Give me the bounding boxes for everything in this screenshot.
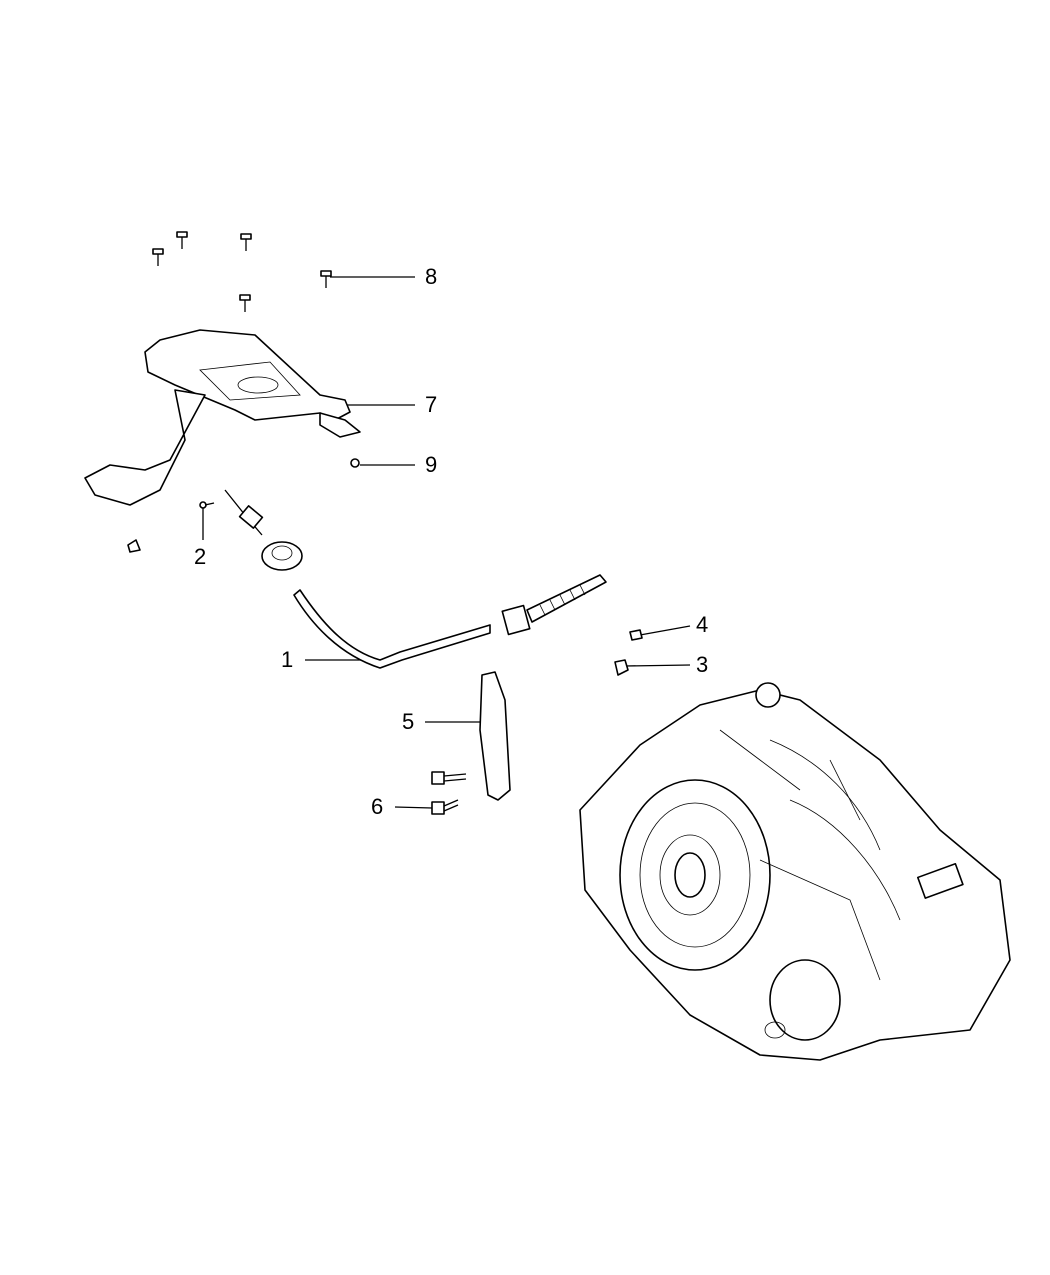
leader-lines	[202, 276, 691, 809]
shifter-bracket-drawing	[84, 329, 361, 506]
bolts-group	[152, 231, 332, 312]
shift-cable-drawing	[224, 489, 607, 669]
pin-drawing	[629, 629, 643, 641]
bolt-6-drawing	[431, 771, 467, 815]
callout-7: 7	[425, 392, 438, 417]
callout-2: 2	[194, 544, 207, 569]
callout-3: 3	[696, 652, 709, 677]
callout-4: 4	[696, 612, 709, 637]
callout-9: 9	[425, 452, 438, 477]
callout-5: 5	[402, 709, 415, 734]
clip-drawing	[127, 539, 141, 553]
screw-drawing	[199, 501, 215, 509]
callout-8: 8	[425, 264, 438, 289]
clip-3-drawing	[614, 659, 629, 676]
transmission-drawing	[579, 682, 1011, 1061]
callout-1: 1	[281, 647, 294, 672]
cable-bracket-drawing	[479, 671, 511, 801]
nut-drawing	[350, 458, 360, 468]
callout-6: 6	[371, 794, 384, 819]
